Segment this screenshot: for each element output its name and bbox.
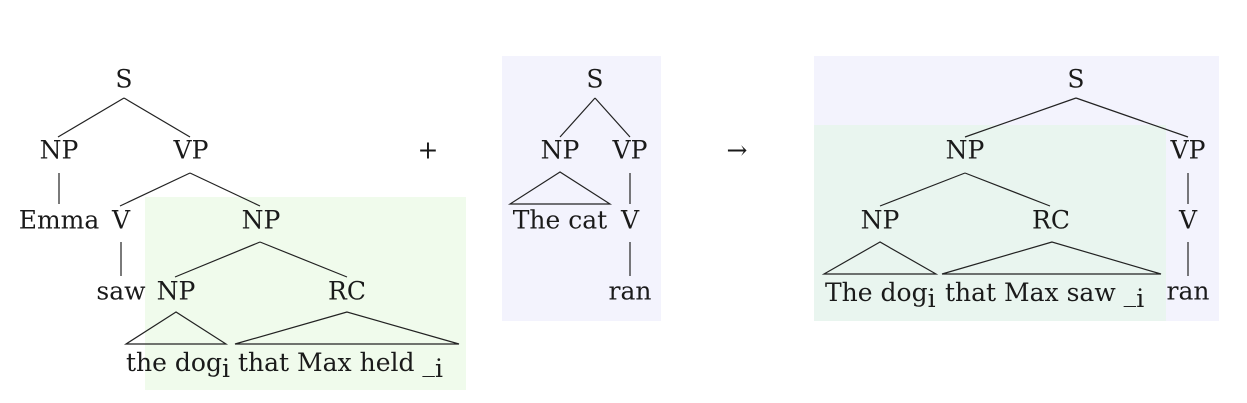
tree3-node-np-head: NP bbox=[861, 206, 900, 235]
tree3-head-index: i bbox=[928, 284, 936, 313]
tree1-rc-index: i bbox=[435, 354, 443, 383]
tree1-node-np-object: NP bbox=[242, 206, 281, 235]
tree2-node-np: NP bbox=[541, 136, 580, 165]
tree3-node-np: NP bbox=[946, 136, 985, 165]
tree1-node-np-head: NP bbox=[157, 277, 196, 306]
tree3-node-rc: RC bbox=[1032, 206, 1070, 235]
tree3-rc-text: that Max saw _ bbox=[945, 278, 1137, 307]
tree3-edge bbox=[964, 172, 1051, 207]
tree2: S NP VP The cat V ran bbox=[507, 65, 652, 306]
tree3-edge bbox=[879, 172, 966, 207]
tree1-node-s: S bbox=[115, 65, 132, 94]
tree1-rc-triangle bbox=[234, 311, 460, 345]
tree1: S NP VP Emma V NP saw NP RC the dogi tha… bbox=[19, 65, 460, 383]
tree1-head-index: i bbox=[222, 354, 230, 383]
tree1-np-triangle bbox=[123, 311, 229, 345]
tree3-head-words: The dogi bbox=[825, 278, 936, 313]
tree2-highlight bbox=[502, 56, 661, 321]
tree2-edge bbox=[594, 97, 631, 138]
tree3-np-triangle bbox=[821, 241, 939, 275]
tree3-rc-words: that Max saw _i bbox=[945, 278, 1144, 313]
tree1-node-vp: VP bbox=[173, 136, 209, 165]
tree1-edge bbox=[259, 241, 348, 278]
tree2-node-vp: VP bbox=[612, 136, 648, 165]
tree1-edge bbox=[189, 172, 261, 207]
tree3-edge bbox=[1075, 97, 1189, 138]
tree1-rc-words: that Max held _i bbox=[238, 348, 443, 383]
tree2-np-triangle bbox=[507, 171, 613, 205]
tree3-node-v: V bbox=[1178, 206, 1198, 235]
tree3-word-ran: ran bbox=[1167, 277, 1210, 306]
tree3-head-text: The dog bbox=[825, 278, 928, 307]
tree1-edge bbox=[57, 97, 125, 138]
tree2-edge bbox=[559, 97, 596, 138]
tree2-np-words: The cat bbox=[513, 206, 607, 235]
tree3-rc-triangle bbox=[941, 241, 1162, 275]
tree1-subtree-highlight bbox=[145, 197, 466, 390]
tree1-head-words: the dogi bbox=[126, 348, 230, 383]
tree3-node-s: S bbox=[1067, 65, 1084, 94]
tree2-word-ran: ran bbox=[609, 277, 652, 306]
tree1-head-text: the dog bbox=[126, 348, 222, 377]
tree1-rc-text: that Max held _ bbox=[238, 348, 435, 377]
tree1-node-np-subject: NP bbox=[40, 136, 79, 165]
tree3-inner-highlight bbox=[814, 125, 1166, 321]
tree1-node-v: V bbox=[111, 206, 131, 235]
tree3-rc-index: i bbox=[1136, 284, 1144, 313]
tree1-edge bbox=[119, 172, 191, 207]
tree3-edge bbox=[964, 97, 1077, 138]
tree1-word-saw: saw bbox=[96, 277, 146, 306]
tree3-node-vp: VP bbox=[1170, 136, 1206, 165]
tree1-edge bbox=[123, 97, 191, 138]
tree3: S NP VP NP RC V The dogi that Max saw _i… bbox=[821, 65, 1210, 313]
tree1-node-rc: RC bbox=[328, 277, 366, 306]
tree1-word-emma: Emma bbox=[19, 206, 100, 235]
tree1-edge bbox=[174, 241, 261, 278]
arrow-icon: → bbox=[727, 136, 748, 165]
tree2-node-v: V bbox=[620, 206, 640, 235]
plus-sign: + bbox=[418, 136, 439, 165]
tree2-node-s: S bbox=[586, 65, 603, 94]
